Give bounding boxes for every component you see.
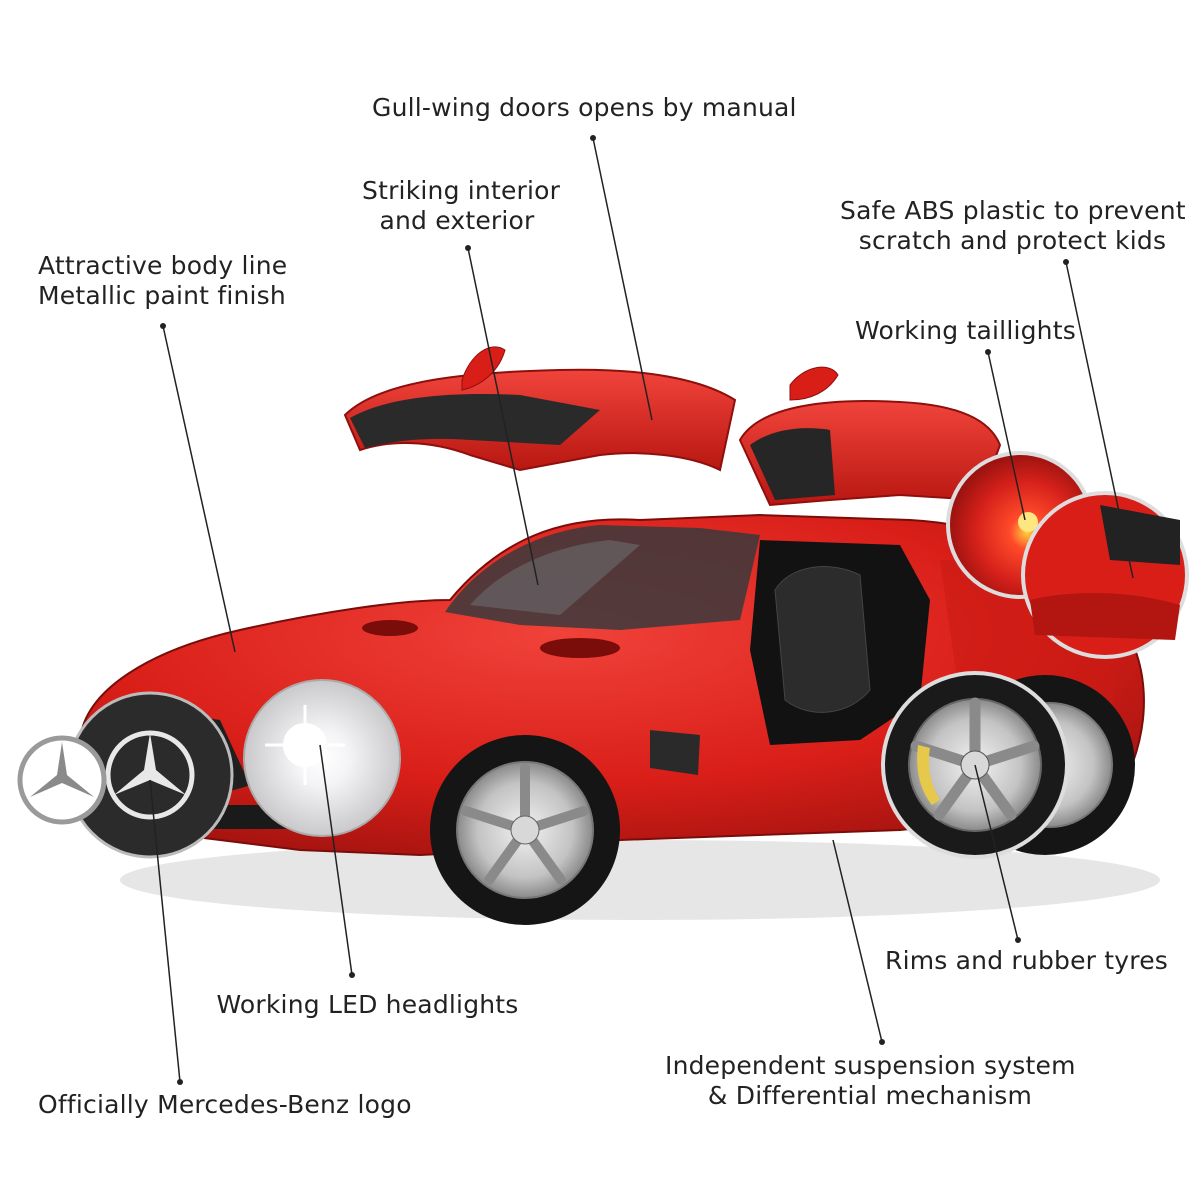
seat	[774, 566, 871, 713]
ground-shadow	[120, 840, 1160, 920]
callout-abs-line1: Safe ABS plastic to prevent	[840, 196, 1186, 225]
right-door-mirror	[789, 366, 839, 401]
callout-rims-tyres: Rims and rubber tyres	[885, 946, 1169, 975]
right-door-inner	[750, 428, 835, 500]
callout-interior-line1: Striking interior	[362, 176, 561, 205]
callout-gull-wing-doors: Gull-wing doors opens by manual	[372, 93, 797, 122]
callout-body-line2: Metallic paint finish	[38, 281, 286, 310]
callout-interior-line2: and exterior	[379, 206, 535, 235]
callout-suspension-line1: Independent suspension system	[665, 1051, 1076, 1080]
callout-taillights: Working taillights	[855, 316, 1076, 345]
callout-mercedes-logo: Officially Mercedes-Benz logo	[38, 1090, 412, 1119]
callout-led-headlights: Working LED headlights	[216, 990, 519, 1019]
hood-vent	[540, 638, 620, 658]
hood-vent	[362, 620, 418, 636]
leader-dots	[160, 135, 1069, 1085]
abs-plastic-callout	[1021, 491, 1189, 659]
callout-suspension-line2: & Differential mechanism	[707, 1081, 1033, 1110]
callout-body-line1: Attractive body line	[38, 251, 288, 280]
mercedes-star-icon	[17, 735, 107, 825]
windshield-reflection	[470, 540, 640, 615]
mercedes-logo-callout	[66, 691, 234, 859]
leader-lines	[149, 137, 1134, 1083]
side-gill	[650, 730, 700, 775]
left-door-inner	[350, 394, 600, 448]
front-wheel	[430, 735, 620, 925]
left-door-mirror	[461, 346, 506, 391]
callout-abs-line2: scratch and protect kids	[858, 226, 1167, 255]
